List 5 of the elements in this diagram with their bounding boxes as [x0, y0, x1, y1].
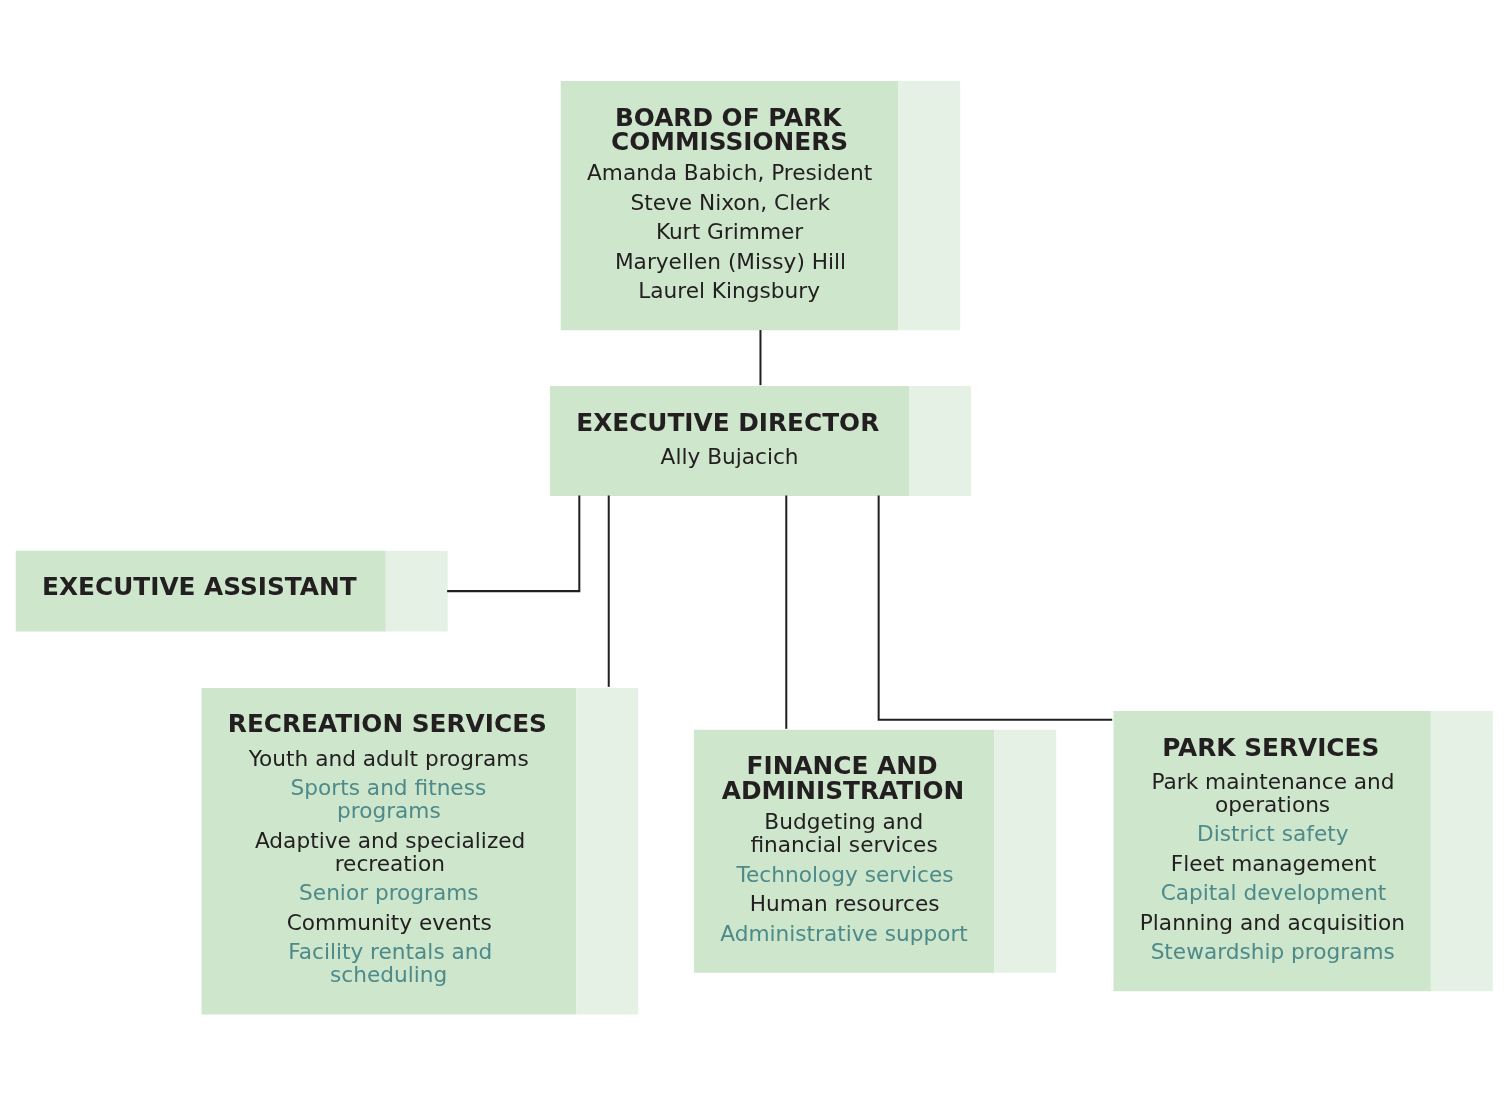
connector: [759, 329, 762, 385]
connector: [447, 495, 581, 592]
connector: [785, 495, 788, 729]
connector: [877, 494, 1113, 721]
connector: [607, 495, 610, 687]
